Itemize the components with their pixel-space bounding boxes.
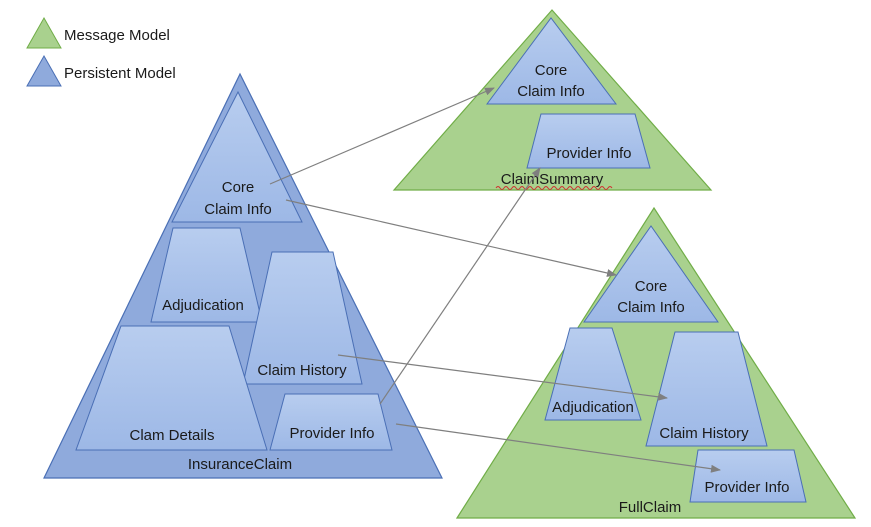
mapping-arrows — [269, 87, 721, 473]
cs-core-claim-info-shape — [486, 17, 618, 105]
fc-provider-info-label: Provider Info — [704, 479, 789, 496]
fc-core-claim-info-shape — [583, 225, 719, 323]
ic-core-label: Core — [222, 179, 255, 196]
cs-claim-info-label: Claim Info — [517, 83, 585, 100]
claim-summary-model: Core Claim Info Provider Info ClaimSumma… — [392, 9, 713, 191]
arrow-provider-to-summary — [379, 167, 541, 405]
ic-claim-history-label: Claim History — [257, 362, 347, 379]
fc-core-label: Core — [635, 278, 668, 295]
ic-adjudication-label: Adjudication — [162, 297, 244, 314]
ic-core-claim-info-shape — [171, 90, 303, 223]
fc-adjudication-shape — [544, 327, 642, 421]
cs-provider-info-shape — [526, 113, 651, 169]
fc-claim-info-label: Claim Info — [617, 299, 685, 316]
ic-claim-history-shape — [242, 251, 363, 385]
ic-provider-info-shape — [269, 393, 393, 451]
fc-claim-history-label: Claim History — [659, 425, 749, 442]
ic-claim-details-label: Clam Details — [129, 427, 214, 444]
cs-core-label: Core — [535, 62, 568, 79]
ic-claim-details-shape — [75, 325, 268, 451]
arrow-provider-to-fullclaim — [395, 423, 721, 473]
full-claim-title: FullClaim — [619, 499, 682, 516]
fc-provider-info-shape — [689, 449, 807, 503]
arrow-core-to-fullclaim — [285, 199, 617, 277]
full-claim-model: Core Claim Info Adjudication Claim Histo… — [455, 206, 857, 519]
fc-adjudication-label: Adjudication — [552, 399, 634, 416]
arrow-core-to-summary — [269, 87, 495, 185]
ic-provider-info-label: Provider Info — [289, 425, 374, 442]
fc-claim-history-shape — [645, 331, 768, 447]
claim-summary-title: ClaimSummary — [501, 171, 604, 188]
legend-message-label: Message Model — [64, 27, 170, 44]
legend-message-swatch — [26, 16, 62, 49]
legend-persistent-label: Persistent Model — [64, 65, 176, 82]
insurance-claim-title: InsuranceClaim — [188, 456, 292, 473]
legend-persistent-swatch — [26, 54, 62, 87]
ic-claim-info-label: Claim Info — [204, 201, 272, 218]
cs-provider-info-label: Provider Info — [546, 145, 631, 162]
claim-summary-spellcheck-underline — [495, 186, 613, 190]
insurance-claim-model: Core Claim Info Adjudication Claim Histo… — [43, 72, 443, 479]
arrow-history-to-fullclaim — [337, 354, 668, 401]
